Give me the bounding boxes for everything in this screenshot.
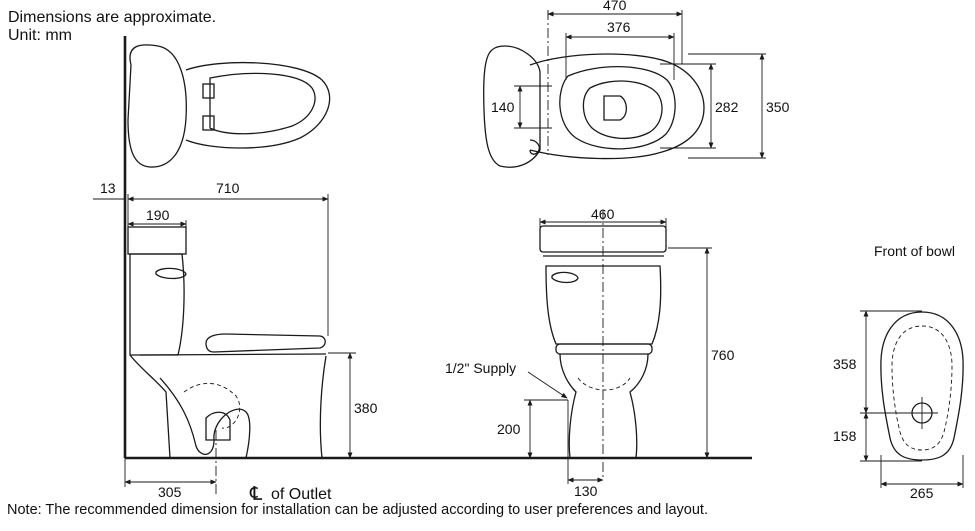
- trapway-inner: [183, 383, 241, 429]
- top-hinge: [529, 139, 540, 155]
- installation-note: Note: The recommended dimension for inst…: [7, 502, 708, 518]
- top-bowl-outer: [529, 53, 705, 160]
- dim-760-label: 760: [711, 347, 735, 363]
- bowl-rim-inner: [891, 325, 953, 451]
- approximate-note: Dimensions are approximate.: [8, 9, 216, 26]
- closed-seat: [139, 353, 327, 356]
- front-flush-handle: [551, 271, 579, 284]
- top-seat-outer: [559, 65, 676, 150]
- bowl-outline: [129, 354, 327, 459]
- dim-710-label: 710: [216, 180, 240, 196]
- dim-305-label: 305: [158, 484, 182, 500]
- top-water-spot: [603, 95, 628, 121]
- raised-seat-opening: [209, 72, 316, 135]
- front-view: 460 760 1/2" Supply 200 130: [445, 206, 735, 499]
- dim-282-label: 282: [715, 99, 739, 115]
- unit-note: Unit: mm: [8, 27, 72, 44]
- front-tank-body: [545, 265, 662, 345]
- dim-158-label: 158: [833, 428, 857, 444]
- dim-140-label: 140: [491, 99, 515, 115]
- raised-lid: [127, 44, 187, 168]
- dim-265-label: 265: [910, 485, 934, 501]
- flush-handle: [155, 267, 187, 280]
- dim-190-label: 190: [146, 207, 170, 223]
- centerline-symbol: ℄: [249, 484, 263, 505]
- dim-376-label: 376: [607, 19, 631, 35]
- closed-lid: [205, 333, 326, 353]
- top-view: 470 376 140 282 350: [483, 0, 790, 168]
- hinge-lower: [202, 115, 215, 131]
- bowl-rim-outline: [880, 311, 964, 461]
- top-tank: [483, 45, 541, 168]
- outlet-detail: [205, 411, 231, 441]
- dim-200-label: 200: [497, 421, 521, 437]
- bowl-view-title: Front of bowl: [874, 243, 955, 259]
- side-view: 13 710 190 380 305 ℄ of Outlet: [93, 36, 752, 505]
- dim-460-label: 460: [591, 206, 615, 222]
- dim-380-label: 380: [354, 400, 378, 416]
- top-seat-inner: [582, 80, 663, 140]
- dim-13-label: 13: [100, 180, 116, 196]
- dim-470-label: 470: [603, 0, 627, 13]
- hinge-upper: [202, 83, 215, 99]
- dim-130-label: 130: [574, 483, 598, 499]
- raised-seat-ring: [185, 61, 331, 149]
- front-bowl: [559, 353, 649, 459]
- front-bowl-inner: [577, 377, 631, 391]
- front-seat: [555, 343, 653, 355]
- supply-leader: [527, 371, 568, 399]
- dim-350-label: 350: [766, 99, 790, 115]
- bowl-view: Front of bowl 358 158 265: [833, 243, 964, 501]
- dim-358-label: 358: [833, 356, 857, 372]
- outlet-label: of Outlet: [271, 486, 332, 503]
- bowl-trap: [159, 377, 251, 459]
- supply-label: 1/2" Supply: [445, 360, 516, 376]
- tank-lid: [127, 226, 187, 255]
